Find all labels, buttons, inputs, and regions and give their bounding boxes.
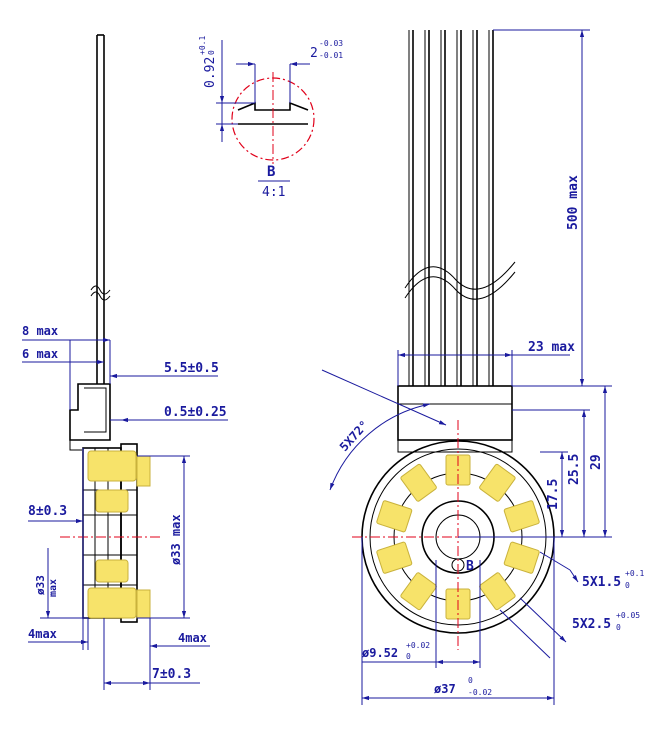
dim-5x2-5-tol-lower: 0 bbox=[616, 623, 621, 632]
detail-b-view: 0.92 +0.1 0 2 -0.03 -0.01 B 4:1 bbox=[198, 36, 343, 200]
side-pad-edge-bottom bbox=[136, 589, 151, 619]
wire-break-bottom bbox=[404, 271, 516, 300]
dim-6max: 6 max bbox=[22, 347, 58, 361]
dim-5x2-5-tol-upper: +0.05 bbox=[616, 611, 640, 620]
dim-8max: 8 max bbox=[22, 324, 58, 338]
dim-4max-right: 4max bbox=[178, 631, 207, 645]
side-pad-lower bbox=[95, 559, 129, 583]
dim-25-5: 25.5 bbox=[567, 454, 582, 485]
dim-od-tol-lower: -0.02 bbox=[468, 688, 492, 697]
dim-23max: 23 max bbox=[528, 340, 575, 355]
dim-8-0-3: 8±0.3 bbox=[28, 504, 67, 519]
detail-b-scale: 4:1 bbox=[262, 185, 285, 200]
dim-33max: ø33 max bbox=[169, 514, 183, 565]
dim-phi33-left: ø33 bbox=[34, 575, 47, 595]
dim-bore-tol-lower: 0 bbox=[406, 652, 411, 661]
slot-depth-label: 0.92 bbox=[203, 57, 218, 88]
dim-7-0-3: 7±0.3 bbox=[152, 667, 191, 682]
side-pad-edge-top bbox=[136, 455, 151, 487]
detail-b-marker: B bbox=[466, 559, 474, 574]
slot-width-tol-upper: -0.03 bbox=[319, 39, 343, 48]
slot-width-tol-lower: -0.01 bbox=[319, 51, 343, 60]
connector-inner bbox=[84, 387, 107, 433]
dim-5x1-5-tol-upper: +0.1 bbox=[625, 569, 644, 578]
dim-od: ø37 bbox=[434, 682, 456, 696]
wire-break-mark bbox=[90, 285, 111, 295]
angle-arc bbox=[329, 403, 431, 491]
dim-5x1-5: 5X1.5 bbox=[582, 575, 621, 590]
lead-wires bbox=[404, 30, 516, 386]
dim-5x2-5: 5X2.5 bbox=[572, 617, 611, 632]
dim-29: 29 bbox=[589, 454, 604, 470]
front-connector bbox=[397, 385, 513, 441]
wire-break-top bbox=[404, 261, 516, 290]
dim-max-left: max bbox=[48, 579, 59, 597]
dim-bore: ø9.52 bbox=[362, 646, 398, 660]
slot-depth-tol-lower: 0 bbox=[207, 50, 216, 55]
dim-0-5: 0.5±0.25 bbox=[164, 405, 227, 420]
slot-width-label: 2 bbox=[310, 46, 318, 61]
front-view: 500 max 23 max 29 25.5 17.5 5X72° B 5X1.… bbox=[321, 29, 644, 705]
rotor-plate bbox=[120, 443, 138, 623]
dim-17-5: 17.5 bbox=[546, 479, 561, 510]
dim-5-5: 5.5±0.5 bbox=[164, 361, 219, 376]
side-pad-top bbox=[87, 450, 137, 482]
side-pad-upper bbox=[95, 489, 129, 513]
side-view: 8 max 6 max 5.5±0.5 0.5±0.25 8±0.3 ø33 m… bbox=[22, 34, 228, 690]
side-pad-bottom bbox=[87, 587, 137, 619]
dim-5x1-5-tol-lower: 0 bbox=[625, 581, 630, 590]
dim-bore-tol-upper: +0.02 bbox=[406, 641, 430, 650]
dim-od-tol-upper: 0 bbox=[468, 676, 473, 685]
detail-b-letter: B bbox=[267, 164, 275, 180]
dim-500max: 500 max bbox=[566, 175, 581, 230]
dim-4max-left: 4max bbox=[28, 627, 57, 641]
slot-depth-tol-upper: +0.1 bbox=[198, 36, 207, 55]
